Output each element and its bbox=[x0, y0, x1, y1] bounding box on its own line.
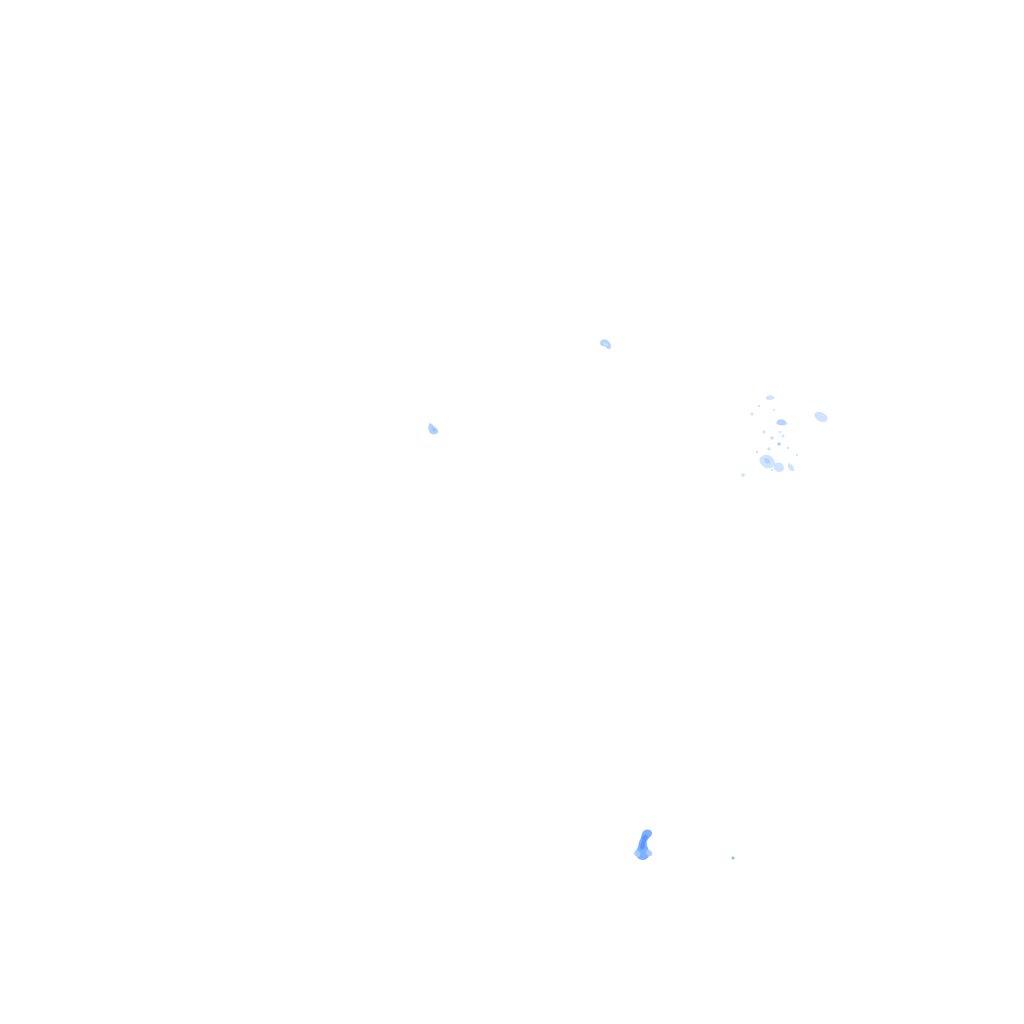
echo-north-tail bbox=[603, 342, 608, 346]
echo-cluster-north bbox=[600, 339, 612, 350]
echo-south-speck bbox=[731, 856, 735, 860]
echo-cluster-south bbox=[634, 829, 735, 860]
echo-speck-5 bbox=[777, 442, 781, 446]
echo-east-far-right bbox=[814, 411, 828, 423]
echo-east-lower bbox=[773, 462, 784, 472]
echo-speck-1 bbox=[750, 412, 754, 416]
echo-speck-11 bbox=[795, 453, 799, 457]
echo-cluster-east bbox=[741, 395, 828, 477]
echo-speck-13 bbox=[778, 430, 782, 434]
echo-speck-2 bbox=[757, 404, 761, 408]
echo-west-core bbox=[432, 427, 436, 432]
echo-speck-14 bbox=[770, 468, 774, 472]
echo-east-right-edge bbox=[788, 463, 795, 472]
echo-speck-7 bbox=[767, 447, 771, 451]
echo-east-mid-inner bbox=[764, 458, 770, 464]
echo-east-upper bbox=[776, 419, 787, 426]
echo-cluster-west bbox=[428, 423, 439, 435]
echo-speck-9 bbox=[741, 473, 745, 477]
echo-speck-3 bbox=[762, 430, 766, 434]
echo-speck-4 bbox=[770, 436, 774, 440]
echo-west-main bbox=[428, 423, 439, 435]
echo-speck-6 bbox=[781, 434, 785, 438]
echo-east-top bbox=[766, 395, 775, 401]
echo-south-right-lobe bbox=[646, 849, 653, 857]
echo-speck-10 bbox=[755, 450, 759, 454]
echo-south-core bbox=[640, 834, 648, 850]
echo-speck-12 bbox=[773, 409, 775, 411]
echo-south-left-lobe bbox=[634, 850, 641, 857]
echo-speck-8 bbox=[786, 446, 790, 450]
